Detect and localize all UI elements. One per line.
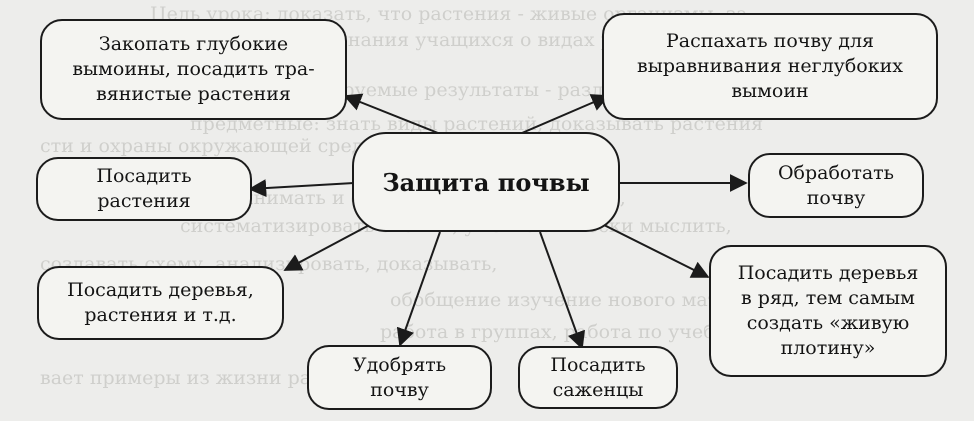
arrow-to-top-right <box>521 94 610 134</box>
arrow-to-bottom-left <box>396 231 441 347</box>
arrow-to-bottom-right <box>539 231 585 350</box>
node-bottom-left: Удобрять почву <box>307 345 492 410</box>
node-low-left: Посадить деревья, растения и т.д. <box>37 266 284 340</box>
arrow-to-low-left <box>283 221 376 271</box>
arrow-to-mid-left <box>248 179 355 198</box>
node-mid-right: Обработать почву <box>748 153 924 218</box>
node-top-right: Распахать почву для выравнивания неглубо… <box>602 13 938 120</box>
node-center: Защита почвы <box>352 132 620 232</box>
arrow-to-low-right <box>597 221 710 278</box>
node-mid-left: Посадить растения <box>36 157 252 221</box>
arrow-to-top-left <box>343 93 439 134</box>
node-bottom-right: Посадить саженцы <box>518 346 678 409</box>
node-top-left: Закопать глубокие вымоины, посадить тра-… <box>40 19 347 120</box>
node-low-right: Посадить деревья в ряд, тем самым создат… <box>709 245 947 377</box>
